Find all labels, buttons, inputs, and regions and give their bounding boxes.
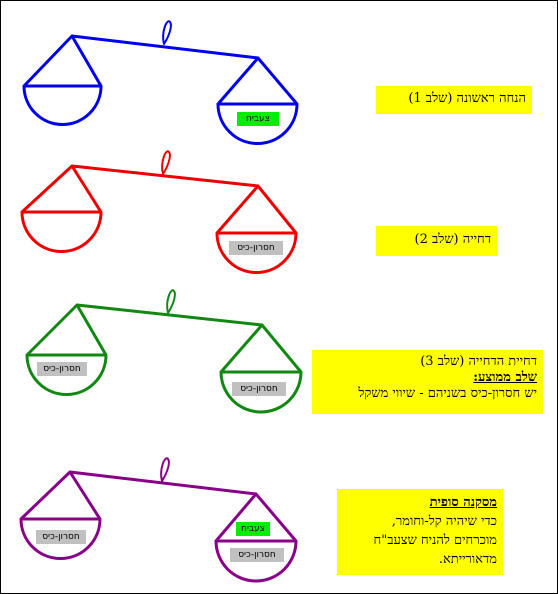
right-pan-bowl — [214, 540, 298, 583]
right-pan-bowl — [215, 232, 298, 274]
left-pan-frame — [25, 303, 108, 357]
scale-stage1 — [22, 20, 299, 145]
right-pan-frame — [216, 56, 299, 106]
note-title: דחיית הדחייה (שלב 3) — [420, 354, 537, 369]
note-stage3: דחיית הדחייה (שלב 3) שלב ממוצע: יש חסרון… — [312, 350, 543, 414]
weight-tag-stage3-right: חסרון-כיס — [232, 382, 286, 396]
note-title: הנחה ראשונה (שלב 1) — [408, 91, 526, 106]
note-body: יש חסרון-כיס בשניהם - שיווי משקל — [358, 386, 537, 401]
beam-handle — [161, 150, 171, 175]
weight-tag-stage4-right-bottom: חסרון-כיס — [230, 548, 284, 562]
left-pan-frame — [20, 164, 103, 214]
scale-beam — [76, 303, 263, 327]
scale-stage4 — [19, 457, 298, 583]
note-stage1: הנחה ראשונה (שלב 1) — [376, 86, 532, 114]
left-pan-bowl — [19, 518, 102, 560]
right-pan-frame — [214, 492, 298, 543]
weight-tag-stage4-right-top: צעביח — [236, 522, 270, 536]
right-pan-frame — [219, 323, 303, 374]
weight-tag-stage1-right: צעביח — [237, 112, 279, 126]
note-stage2: דחייה (שלב 2) — [376, 226, 497, 256]
right-pan-bowl — [216, 103, 299, 145]
note-line: מוכרחים להניח שצעב"ח — [373, 533, 497, 548]
left-pan-bowl — [20, 211, 103, 253]
left-pan-frame — [22, 34, 103, 88]
beam-handle — [166, 289, 176, 314]
scale-stage2 — [20, 150, 298, 274]
beam-handle — [160, 457, 170, 482]
note-subtitle: שלב ממוצע: — [473, 370, 537, 385]
weight-tag-stage4-left: חסרון-כיס — [36, 530, 86, 544]
note-line: מדאורייתא. — [438, 552, 497, 567]
scale-beam — [71, 164, 259, 188]
right-pan-bowl — [219, 371, 303, 414]
note-title: מסקנה סופית — [429, 495, 497, 510]
right-pan-frame — [215, 184, 298, 235]
left-pan-frame — [19, 470, 102, 521]
left-pan-bowl — [22, 85, 103, 126]
scale-stage3 — [25, 289, 303, 414]
left-pan-bowl — [25, 354, 108, 396]
beam-handle — [162, 20, 172, 45]
note-line: כדי שיהיה קל-וחומר, — [391, 514, 497, 529]
weight-tag-stage2-right: חסרון-כיס — [229, 241, 283, 255]
note-stage4: מסקנה סופית כדי שיהיה קל-וחומר, מוכרחים … — [337, 489, 503, 575]
scale-beam — [69, 470, 257, 496]
weight-tag-stage3-left: חסרון-כיס — [37, 362, 87, 376]
note-title: דחייה (שלב 2) — [414, 232, 492, 247]
scale-beam — [71, 34, 259, 60]
